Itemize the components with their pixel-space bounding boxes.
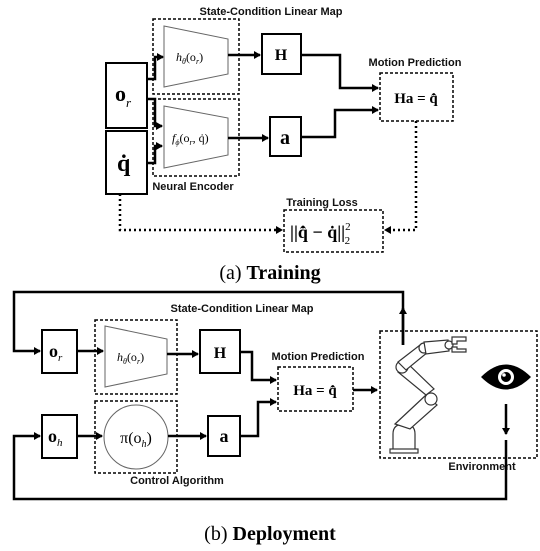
f-phi-network-shape	[163, 105, 229, 169]
ha-eq-symbol: Ha = q̂̇	[394, 91, 438, 107]
ha-eq-symbol-deploy: Ha = q̂̇	[293, 383, 337, 399]
qdot-symbol: q̇	[117, 151, 131, 177]
H-box-deploy	[199, 329, 241, 374]
h-theta-network-shape-deploy	[104, 325, 168, 388]
a-symbol-deploy: a	[220, 426, 229, 446]
state-map-label-deploy: State-Condition Linear Map	[171, 303, 314, 315]
h-theta-symbol-deploy: hθ(or)	[117, 350, 144, 366]
h-theta-network-shape	[163, 25, 229, 88]
pi-symbol: π(oh)	[120, 430, 152, 450]
H-symbol: H	[275, 47, 288, 64]
o-h-symbol: oh	[48, 426, 63, 449]
training-loss-label: Training Loss	[286, 197, 358, 209]
o-r-symbol: or	[115, 81, 132, 110]
h-theta-symbol: hθ(or)	[176, 50, 203, 66]
f-phi-container	[152, 98, 240, 177]
motion-prediction-box	[379, 72, 454, 122]
training-loss-box	[283, 209, 384, 253]
motion-prediction-label-deploy: Motion Prediction	[272, 351, 365, 363]
H-symbol-deploy: H	[214, 345, 227, 362]
deployment-panel: State-Condition Linear Map Motion Predic…	[12, 290, 538, 545]
arrow-a-to-motion-deploy	[240, 398, 277, 438]
a-box-deploy	[207, 415, 241, 457]
o-r-box	[105, 62, 148, 129]
state-map-label: State-Condition Linear Map	[200, 6, 343, 18]
arrow-or-to-htheta	[147, 53, 164, 81]
arrow-a-to-motion	[301, 106, 379, 139]
H-box	[261, 33, 302, 75]
o-r-symbol-deploy: or	[49, 341, 63, 364]
f-phi-symbol: fϕ(or, q̇)	[172, 131, 209, 147]
a-symbol: a	[280, 127, 290, 149]
caption-deployment: (b) Deployment	[204, 523, 336, 545]
caption-training: (a) Training	[219, 262, 320, 284]
a-box	[269, 116, 302, 157]
h-theta-container-deploy	[94, 319, 178, 395]
eye-icon	[481, 364, 531, 390]
environment-box	[379, 330, 538, 459]
arrow-motion-to-loss	[384, 121, 418, 234]
neural-encoder-label: Neural Encoder	[152, 181, 234, 193]
arrow-H-to-motion-deploy	[240, 350, 277, 384]
h-theta-container	[152, 18, 240, 95]
arrow-H-to-motion	[301, 53, 379, 92]
environment-label: Environment	[448, 461, 516, 473]
training-panel: State-Condition Linear Map Motion Predic…	[105, 6, 462, 284]
motion-prediction-label: Motion Prediction	[369, 57, 462, 69]
arrow-qdot-to-fphi	[147, 142, 163, 165]
arrow-eye-to-oh	[12, 432, 508, 501]
control-algorithm-label: Control Algorithm	[130, 475, 224, 487]
arrow-qdot-to-loss	[118, 194, 283, 234]
arrow-or-to-fphi	[147, 97, 163, 130]
robot-arm-icon	[389, 336, 467, 454]
